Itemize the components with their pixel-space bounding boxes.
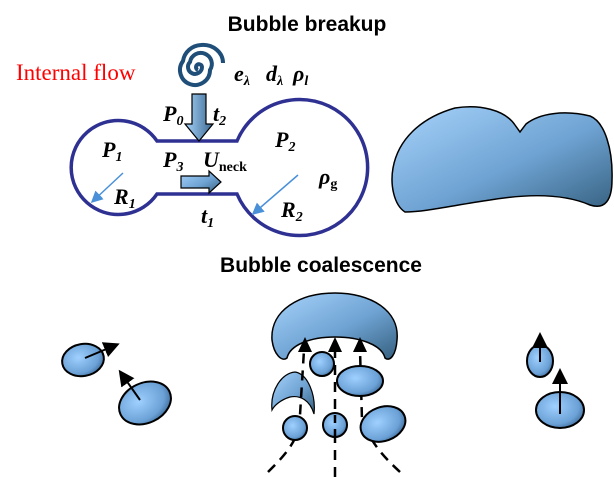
streamline-right [358,349,401,473]
bubble [309,351,335,377]
symbol-p3: P3 [162,147,183,175]
radius-r2-arrow [251,174,299,215]
bubble-coalescence-title: Bubble coalescence [220,254,422,277]
eddy-spiral-icon [178,42,226,87]
bubble-breakup-title: Bubble breakup [228,13,387,36]
crescent-bubble [271,371,315,415]
symbol-p1: P1 [101,137,122,165]
streamline-left [267,349,306,473]
bubble [118,380,172,426]
cap-bubble [271,292,398,360]
symbol-d-lambda: dλ [266,61,283,89]
bubble [359,405,407,443]
internal-flow-label: Internal flow [16,60,136,85]
symbol-t1: t1 [201,203,214,231]
deformed-bubble-shape [391,106,613,213]
bubble [336,365,384,397]
symbol-e-lambda: eλ [234,61,250,89]
bubble [61,342,105,378]
eddy-impact-arrow [183,93,215,142]
deforming-bubble-outline [69,97,370,238]
symbol-t2: t2 [213,101,226,129]
symbol-p2: P2 [274,127,295,155]
symbol-r2: R2 [280,197,303,225]
symbol-rho-l: ρl [292,61,308,89]
arrowhead [298,337,312,352]
arrowhead [353,337,367,352]
symbol-r1: R1 [113,184,136,212]
radius-r1-arrow [90,172,124,204]
symbol-rho-g: ρg [318,164,337,192]
symbol-u-neck: Uneck [203,147,247,175]
neck-flow-arrow [180,169,222,195]
arrowhead [328,337,342,352]
velocity-arrow [84,342,120,359]
velocity-arrow [118,369,141,401]
symbol-p0: P0 [162,101,183,129]
bubble [282,415,308,441]
